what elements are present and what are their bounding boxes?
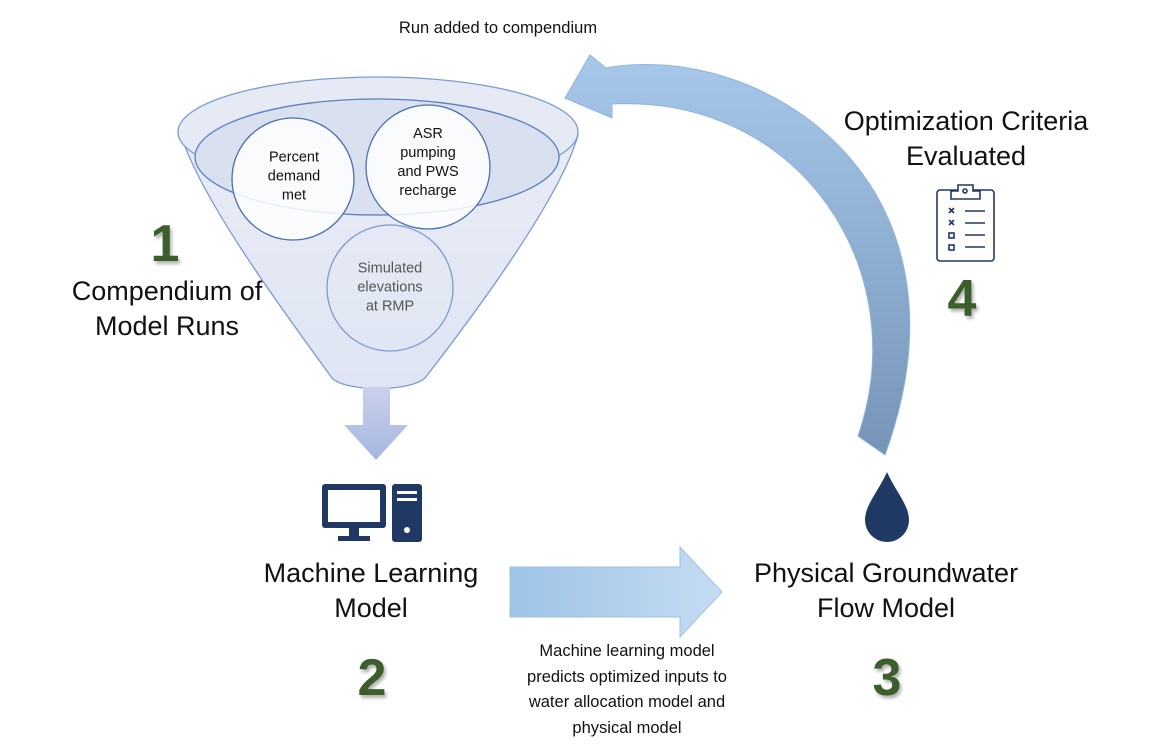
line: met <box>281 187 307 204</box>
line: Physical Groundwater <box>753 558 1019 588</box>
line: and PWS <box>397 164 459 180</box>
line: Compendium of <box>71 276 263 306</box>
line: Machine Learning <box>263 558 479 588</box>
line: Model Runs <box>94 311 240 341</box>
top-label: Run added to compendium <box>398 19 598 37</box>
step-4-number: 4 <box>947 270 977 328</box>
step-2-number: 2 <box>357 649 387 707</box>
funnel-item-circle <box>326 224 454 352</box>
line: Evaluated <box>905 141 1027 171</box>
step-1-title: Compendium of Model Runs <box>72 274 263 344</box>
funnel-item-circle <box>365 104 491 230</box>
step-3-number: 3 <box>872 649 902 707</box>
line: Optimization Criteria <box>843 106 1089 136</box>
step-3-title: Physical Groundwater Flow Model <box>754 556 1018 626</box>
funnel-item-percent-demand: Percent demand met <box>268 149 320 206</box>
line: water allocation model and <box>528 693 726 711</box>
line: Model <box>334 593 408 623</box>
line: Flow Model <box>816 593 956 623</box>
arrow-caption: Machine learning model predicts optimize… <box>527 639 727 741</box>
step-2-title: Machine Learning Model <box>264 556 479 626</box>
line: recharge <box>399 183 457 199</box>
funnel-item-circle <box>231 117 355 241</box>
line: Machine learning model <box>539 642 715 660</box>
computer-icon <box>322 484 422 542</box>
line: physical model <box>572 718 682 737</box>
curved-return-arrow <box>564 54 911 456</box>
funnel-item-simulated-elevations: Simulated elevations at RMP <box>357 260 422 317</box>
down-arrow <box>344 387 408 460</box>
step-1-number: 1 <box>150 215 180 273</box>
line: Simulated <box>357 260 423 277</box>
line: demand <box>267 168 321 185</box>
line: Percent <box>269 149 319 166</box>
line: elevations <box>357 279 423 296</box>
step-4-title: Optimization Criteria Evaluated <box>844 104 1089 174</box>
clipboard-checklist-icon <box>936 184 995 262</box>
line: ASR <box>413 126 443 142</box>
line: at RMP <box>365 298 415 315</box>
water-drop-icon <box>865 472 909 542</box>
line: predicts optimized inputs to <box>527 667 727 686</box>
funnel <box>177 76 579 390</box>
right-arrow <box>509 545 723 639</box>
funnel-item-asr-pumping: ASR pumping and PWS recharge <box>397 125 458 201</box>
line: pumping <box>400 145 456 161</box>
